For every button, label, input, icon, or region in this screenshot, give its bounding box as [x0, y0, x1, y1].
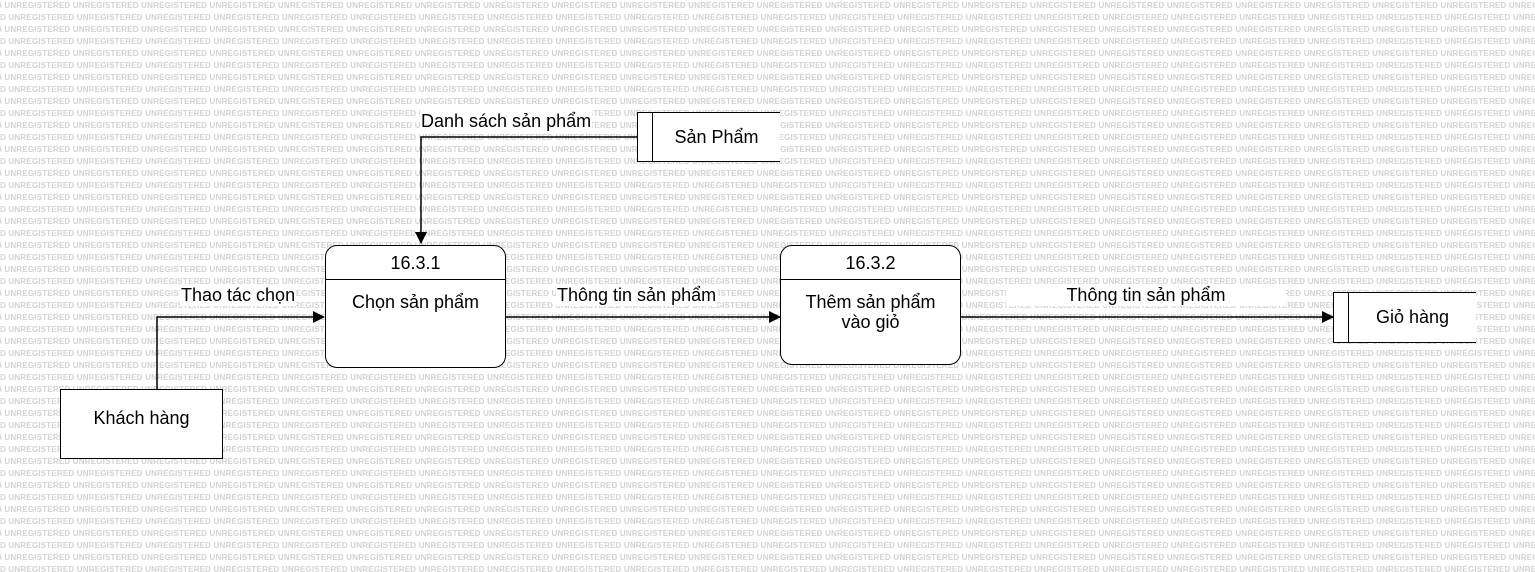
- process-name: Chọn sản phẩm: [351, 292, 480, 312]
- entity-name: Khách hàng: [93, 408, 190, 428]
- flow-label-product-list: Danh sách sản phẩm: [420, 110, 593, 132]
- process-add-to-cart[interactable]: 16.3.2 Thêm sản phẩm vào giỏ: [780, 245, 961, 365]
- data-store-cart[interactable]: Giỏ hàng: [1333, 292, 1476, 343]
- process-id: 16.3.1: [326, 246, 505, 280]
- process-name: Thêm sản phẩm vào giỏ: [805, 292, 936, 332]
- external-entity-customer[interactable]: Khách hàng: [60, 389, 223, 459]
- store-name: Giỏ hàng: [1375, 307, 1450, 327]
- process-id: 16.3.2: [781, 246, 960, 280]
- flow-line-product-list: [415, 136, 637, 244]
- flow-label-product-info-1: Thông tin sản phẩm: [556, 284, 718, 306]
- flow-label-product-info-2: Thông tin sản phẩm: [1006, 284, 1286, 306]
- flow-label-select-action: Thao tác chọn: [180, 284, 297, 306]
- store-name: Sản Phẩm: [674, 126, 759, 147]
- data-store-products[interactable]: Sản Phẩm: [637, 112, 780, 162]
- flow-line-select-action: [156, 311, 325, 389]
- process-select-product[interactable]: 16.3.1 Chọn sản phẩm: [325, 245, 506, 368]
